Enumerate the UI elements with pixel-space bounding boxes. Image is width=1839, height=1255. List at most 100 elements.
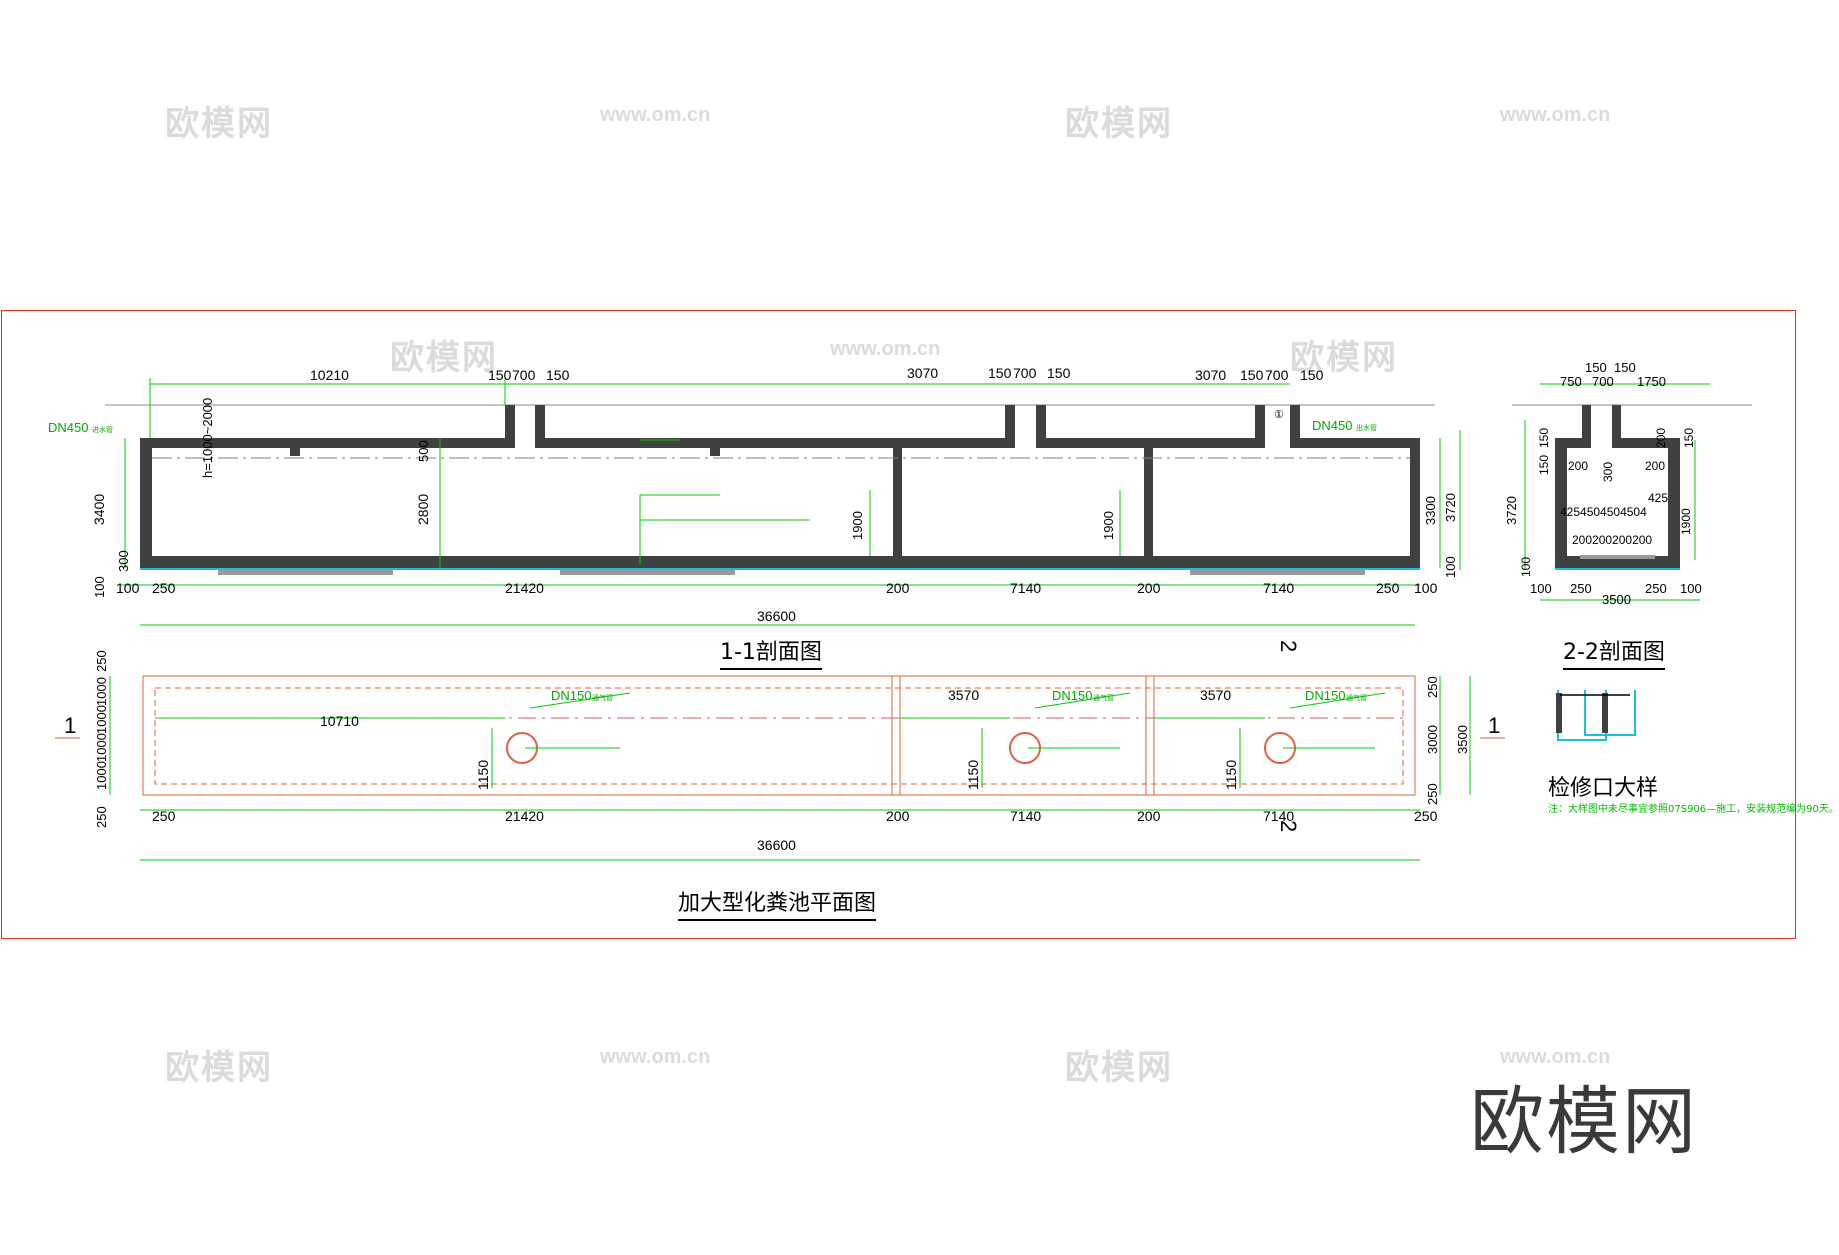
- dim-label: 1900: [850, 511, 865, 540]
- dim-label: 250: [1376, 580, 1400, 596]
- dim-label: 100: [1414, 580, 1438, 596]
- top-slab: [540, 438, 1012, 448]
- dim-label: 100: [92, 576, 107, 598]
- dim-label: 150: [1537, 455, 1551, 475]
- dim-label: 3720: [1504, 496, 1519, 525]
- pipe-label-suffix: 通气管: [592, 693, 613, 702]
- pipe-label: DN150: [1052, 688, 1092, 703]
- dim-label: 200: [1654, 428, 1668, 448]
- dim-label: 250: [152, 580, 176, 596]
- pipe-label-suffix: 通气管: [1093, 693, 1114, 702]
- dim-label: 36600: [757, 837, 796, 853]
- plan-outline: [142, 675, 1416, 796]
- pipe-label: DN150: [551, 688, 591, 703]
- plan-view: DN150 通气管 DN150 通气管 DN150 通气管 10710 3570…: [55, 640, 1505, 861]
- plan-inner: [154, 687, 1404, 785]
- dim-label: 200: [886, 808, 910, 824]
- pipe-label-suffix: 通气管: [1346, 693, 1367, 702]
- manhole-wall: [1255, 405, 1265, 448]
- dim-label: 700: [1013, 365, 1037, 381]
- dim-label: 150: [546, 367, 570, 383]
- dim-label: 300: [116, 550, 131, 572]
- dim-label: 3000: [1425, 725, 1440, 754]
- dim-label: 4254504504504: [1560, 505, 1647, 519]
- top-slab: [1040, 438, 1260, 448]
- dim-label: 3570: [1200, 687, 1231, 703]
- beam: [290, 448, 300, 456]
- section-mark: 1: [64, 713, 76, 738]
- dim-label: 150: [488, 367, 512, 383]
- manhole-wall: [1612, 405, 1621, 448]
- dim-label: 1150: [965, 760, 981, 790]
- dim-label: 150: [1047, 365, 1071, 381]
- dim-label: 3400: [91, 494, 107, 525]
- dim-label: 200200200200: [1572, 533, 1652, 547]
- top-slab: [1295, 438, 1420, 448]
- section-2-2: 150 150 750 700 1750 150 150 3720 100 20…: [1504, 360, 1752, 607]
- dim-label: 250: [1414, 808, 1438, 824]
- dim-label: 150: [988, 365, 1012, 381]
- dim-label: 150: [1537, 428, 1551, 448]
- dim-label: 150: [1300, 367, 1324, 383]
- dim-label: 7140: [1263, 808, 1294, 824]
- dim-label: 250: [152, 808, 176, 824]
- partition-wall: [893, 448, 902, 558]
- dim-label: 3070: [1195, 367, 1226, 383]
- dim-label: 1150: [1223, 760, 1239, 790]
- dim-label: 150: [1585, 360, 1607, 375]
- manhole-wall: [1290, 405, 1300, 448]
- manhole-wall: [1036, 405, 1046, 448]
- top-slab: [140, 438, 510, 448]
- dim-label: 250: [1425, 676, 1440, 698]
- top-slab: [1555, 438, 1590, 448]
- dim-label: 425: [1648, 491, 1668, 505]
- base-hatch: [560, 570, 735, 575]
- beam: [710, 448, 720, 456]
- dim-label: 3500: [1455, 725, 1470, 754]
- cad-drawing: 10210 150 700 150 3070 150 700 150 3070 …: [48, 360, 1752, 861]
- dim-label: 21420: [505, 580, 544, 596]
- pipe-label: DN450: [1312, 418, 1352, 433]
- dim-label: 700: [512, 367, 536, 383]
- dim-label: 7140: [1263, 580, 1294, 596]
- dim-label: 3570: [948, 687, 979, 703]
- dim-label: 250: [94, 650, 109, 672]
- depth-label: h=1000~2000: [200, 398, 215, 478]
- dim-label: 700: [1265, 367, 1289, 383]
- dim-label: 200: [1568, 459, 1588, 473]
- title-section-2-2: 2-2剖面图: [1563, 634, 1665, 670]
- section-1-1: 10210 150 700 150 3070 150 700 150 3070 …: [48, 365, 1461, 626]
- dim-label: 3300: [1423, 496, 1438, 525]
- dim-label: 100: [1519, 557, 1533, 577]
- dim-label: 1150: [475, 760, 491, 790]
- title-detail: 检修口大样: [1548, 776, 1659, 801]
- dim-label: 36600: [757, 608, 796, 624]
- dim-label: 750: [1560, 374, 1582, 389]
- dim-label: 100: [1443, 556, 1458, 578]
- dim-label: 150: [1240, 367, 1264, 383]
- base-hatch: [218, 570, 393, 575]
- dim-label: 300: [1601, 462, 1615, 482]
- dim-label: 1000: [94, 761, 109, 790]
- dim-label: 7140: [1010, 808, 1041, 824]
- partition-wall: [1144, 448, 1153, 558]
- dim-label: 3500: [1602, 592, 1631, 607]
- dim-label: 10210: [310, 367, 349, 383]
- base-hatch: [1580, 555, 1655, 559]
- dim-label: 10710: [320, 713, 359, 729]
- dim-label: 21420: [505, 808, 544, 824]
- dim-label: 100: [1530, 581, 1552, 596]
- dim-label: 7140: [1010, 580, 1041, 596]
- pipe-label: DN150: [1305, 688, 1345, 703]
- dim-label: 250: [1645, 581, 1667, 596]
- detail-note: 注：大样图中未尽事宜参照07S906—施工，安装规范编为90天。: [1548, 804, 1839, 815]
- manhole-wall: [1005, 405, 1015, 448]
- dim-label: 1900: [1101, 511, 1116, 540]
- manhole-wall: [1582, 405, 1591, 448]
- dim-label: 250: [1425, 783, 1440, 805]
- dim-label: 2800: [415, 494, 431, 525]
- dim-label: 1000: [94, 733, 109, 762]
- dim-label: 200: [886, 580, 910, 596]
- dim-label: 3070: [907, 365, 938, 381]
- dim-label: 1750: [1637, 374, 1666, 389]
